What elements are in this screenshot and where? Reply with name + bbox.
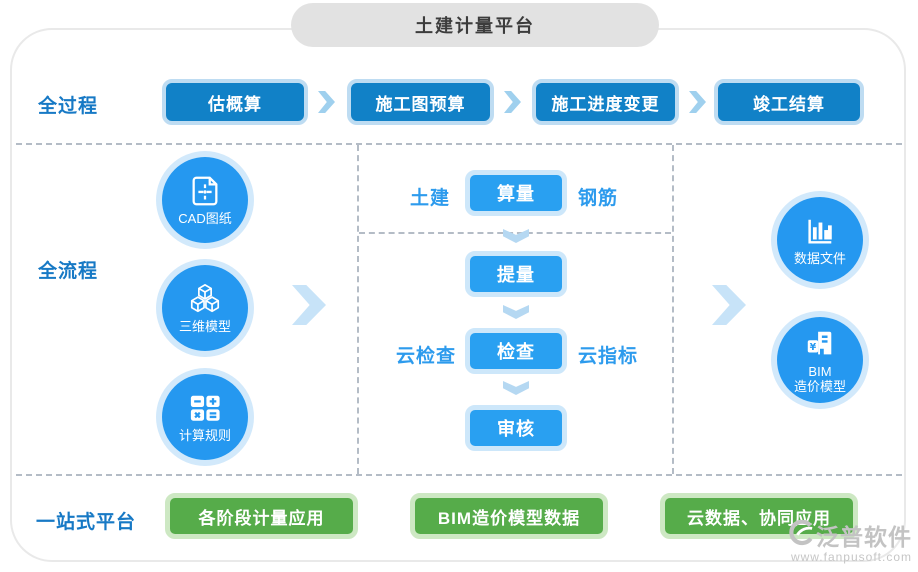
tag-rebar: 钢筋 [578,188,619,209]
platform-item-bim-data-label: BIM造价模型数据 [437,508,581,528]
tag-cloud-check: 云检查 [396,346,457,367]
divider-vertical-right [672,145,674,474]
node-data-file: 数据文件 [771,191,869,289]
node-data-file-label: 数据文件 [793,251,846,267]
calculator-icon [188,390,222,426]
bim-cost-model-icon: ¥ [804,326,836,362]
node-3d-model: 三维模型 [156,259,254,357]
fanpu-logo-icon [788,519,814,551]
watermark: 泛普软件 www.fanpusoft.com [788,518,912,564]
step-estimate-node: 估概算 [162,79,308,125]
node-calc-rules: 计算规则 [156,368,254,466]
node-3d-model-label: 三维模型 [178,319,231,335]
cad-drawing-icon [188,173,222,209]
node-extract-quantity-label: 提量 [497,265,535,285]
process-row-label: 全过程 [38,96,99,117]
node-quantity-calc: 算量 [465,170,567,216]
3d-model-icon [187,281,223,317]
platform-item-stage-apps: 各阶段计量应用 [165,493,358,539]
tag-cloud-index: 云指标 [578,346,639,367]
svg-text:¥: ¥ [810,342,817,353]
step-progress-change-label: 施工进度变更 [551,94,660,114]
diagram-title-pill: 土建计量平台 [291,3,659,47]
node-audit-label: 审核 [497,419,535,439]
diagram-title: 土建计量平台 [415,16,535,36]
flow-row-label: 全流程 [38,261,99,282]
step-construction-budget-node: 施工图预算 [347,79,494,125]
bim-label-line1: BIM [808,363,832,379]
platform-row-label: 一站式平台 [36,512,137,533]
watermark-url: www.fanpusoft.com [790,550,912,564]
platform-item-stage-apps-label: 各阶段计量应用 [198,508,325,528]
watermark-name: 泛普软件 [816,524,912,550]
divider-bottom [16,474,902,476]
step-final-settlement-node: 竣工结算 [714,79,864,125]
node-extract-quantity: 提量 [465,251,567,297]
arrow-down-icon [503,305,529,319]
node-check: 检查 [465,328,567,374]
tag-civil: 土建 [409,188,450,209]
platform-item-bim-data: BIM造价模型数据 [410,493,608,539]
platform-item-cloud-collab: 云数据、协同应用 [660,493,858,539]
step-final-settlement-label: 竣工结算 [753,94,825,114]
step-estimate-label: 估概算 [208,94,262,114]
node-audit: 审核 [465,405,567,451]
arrow-down-icon [503,381,529,395]
bim-label-line2: 造价模型 [793,378,846,394]
divider-vertical-left [357,145,359,474]
step-progress-change-node: 施工进度变更 [532,79,679,125]
node-bim-cost-model-label: BIM 造价模型 [793,363,846,395]
bar-chart-icon [804,213,836,249]
node-bim-cost-model: ¥ BIM 造价模型 [771,311,869,409]
node-cad-drawing: CAD图纸 [156,151,254,249]
divider-center-sub [359,232,671,234]
divider-top [16,143,902,145]
node-calc-rules-label: 计算规则 [178,428,231,444]
step-construction-budget-label: 施工图预算 [375,94,466,114]
arrow-down-icon [503,229,529,243]
node-cad-drawing-label: CAD图纸 [178,211,232,227]
node-check-label: 检查 [497,342,535,362]
node-quantity-calc-label: 算量 [497,184,535,204]
